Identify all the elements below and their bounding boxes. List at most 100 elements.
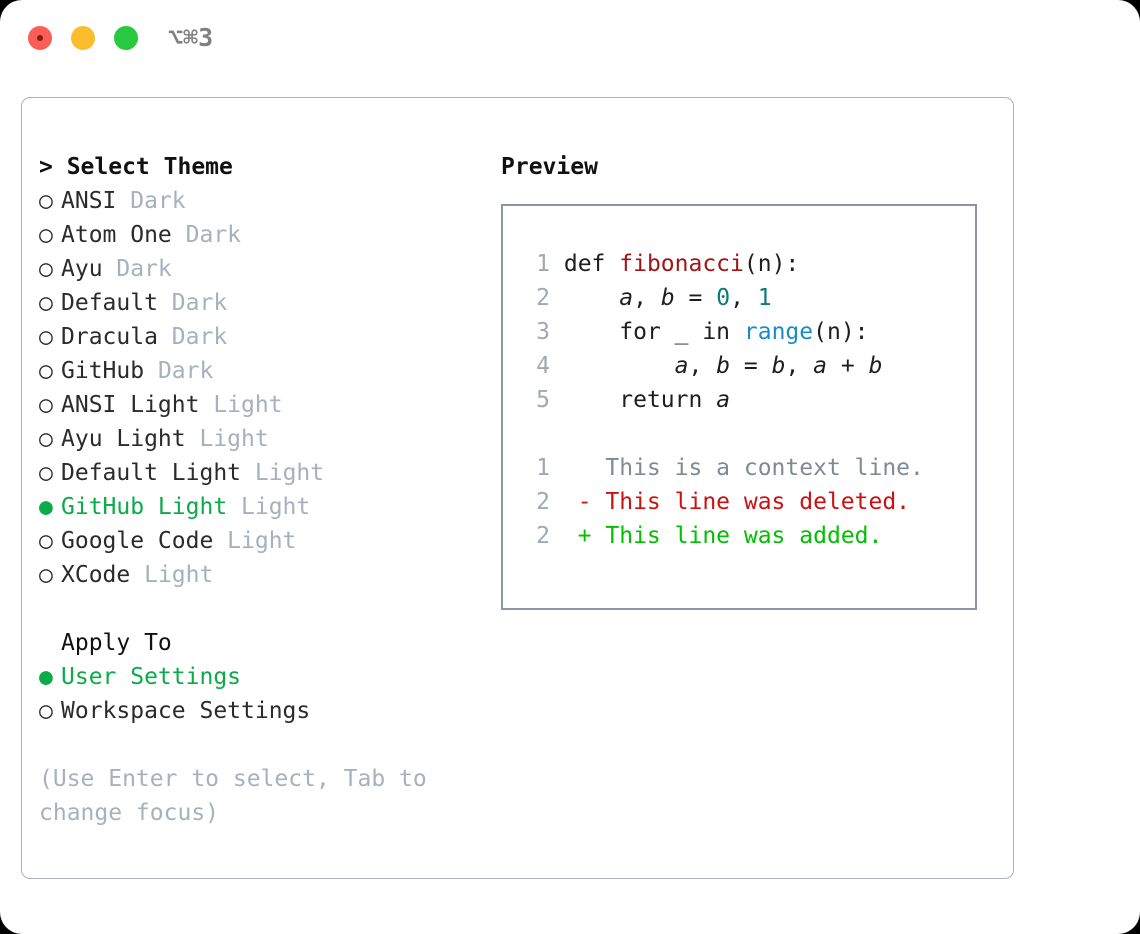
code-token: (n): <box>743 251 800 277</box>
radio-unselected-icon: ○ <box>39 562 53 588</box>
preview-heading: Preview <box>501 154 598 180</box>
diff-line-text: This is a context line. <box>550 455 924 481</box>
diff-line: 2 + This line was added. <box>522 519 924 553</box>
code-token: a <box>716 387 731 413</box>
line-number: 1 <box>536 251 550 277</box>
theme-option-label: Google Code <box>61 528 228 554</box>
theme-option[interactable]: ○ Google Code Light <box>39 524 479 558</box>
apply-to-option[interactable]: ○Workspace Settings <box>39 694 479 728</box>
radio-unselected-icon: ○ <box>39 188 53 214</box>
theme-option-label: Ayu <box>61 256 117 282</box>
theme-option[interactable]: ○Default Light Light <box>39 456 479 490</box>
theme-option[interactable]: ○ANSI Dark <box>39 184 479 218</box>
hint-spacer <box>39 728 479 762</box>
code-line: 1 def fibonacci(n): <box>522 247 924 281</box>
theme-variant-tag: Dark <box>171 324 228 350</box>
radio-unselected-icon: ○ <box>39 528 53 554</box>
code-token: , <box>688 353 717 379</box>
code-gutter-gap <box>550 251 564 277</box>
line-number: 4 <box>536 353 550 379</box>
traffic-light-group <box>28 26 138 50</box>
theme-option-label: Default <box>61 290 172 316</box>
theme-variant-tag: Dark <box>116 256 172 282</box>
theme-option[interactable]: ○XCode Light <box>39 558 479 592</box>
diff-line: 1 This is a context line. <box>522 451 924 485</box>
radio-unselected-icon: ○ <box>39 256 53 282</box>
radio-unselected-icon: ○ <box>39 222 53 248</box>
code-token: = <box>674 285 717 311</box>
radio-unselected-icon: ○ <box>39 426 53 452</box>
radio-unselected-icon: ○ <box>39 324 53 350</box>
code-line: 3 for _ in range(n): <box>522 315 924 349</box>
keyboard-hint-text: (Use Enter to select, Tab to change focu… <box>39 766 441 826</box>
code-token: def <box>563 251 620 277</box>
minimize-button-icon[interactable] <box>71 26 95 50</box>
theme-option-label: Ayu Light <box>61 426 200 452</box>
code-token: = <box>730 353 772 379</box>
theme-selector-column: > Select Theme ○ANSI Dark○Atom One Dark○… <box>39 150 479 830</box>
theme-option[interactable]: ○Ayu Light Light <box>39 422 479 456</box>
radio-selected-icon: ● <box>39 664 53 690</box>
code-token: 1 <box>757 285 772 311</box>
theme-option[interactable]: ○Default Dark <box>39 286 479 320</box>
theme-option[interactable]: ○ANSI Light Light <box>39 388 479 422</box>
theme-option-label: GitHub <box>61 358 158 384</box>
line-number: 1 <box>536 455 550 481</box>
line-number: 3 <box>536 319 550 345</box>
code-line: 4 a, b = b, a + b <box>522 349 924 383</box>
code-token: a <box>619 285 634 311</box>
code-token: range <box>743 319 814 345</box>
code-token <box>564 285 619 311</box>
theme-variant-tag: Light <box>241 494 311 520</box>
code-token: fibonacci <box>619 251 744 277</box>
code-token: return <box>563 387 717 413</box>
theme-option[interactable]: ○ Ayu Dark <box>39 252 479 286</box>
code-token: b <box>716 353 731 379</box>
theme-variant-tag: Dark <box>157 358 214 384</box>
theme-variant-tag: Light <box>144 562 214 588</box>
theme-variant-tag: Light <box>213 392 283 418</box>
code-token: b <box>868 353 883 379</box>
theme-option[interactable]: ●GitHub Light Light <box>39 490 479 524</box>
code-gutter-gap <box>550 319 564 345</box>
list-spacer <box>39 592 479 626</box>
apply-to-heading: Apply To <box>61 630 172 656</box>
radio-unselected-icon: ○ <box>39 460 53 486</box>
theme-variant-tag: Dark <box>130 188 186 214</box>
code-token: b <box>771 353 786 379</box>
radio-selected-icon: ● <box>39 494 53 520</box>
code-diff-separator <box>522 417 924 451</box>
code-token: b <box>660 285 675 311</box>
code-token: 0 <box>716 285 731 311</box>
theme-option-label: Dracula <box>61 324 172 350</box>
radio-unselected-icon: ○ <box>39 290 53 316</box>
code-token: a <box>674 353 689 379</box>
code-line: 2 a, b = 0, 1 <box>522 281 924 315</box>
radio-unselected-icon: ○ <box>39 392 53 418</box>
code-token: , <box>633 285 661 311</box>
keyboard-shortcut-label: ⌥⌘3 <box>168 23 214 52</box>
diff-line-text: + This line was added. <box>550 523 883 549</box>
apply-to-list[interactable]: ●User Settings○Workspace Settings <box>39 660 479 728</box>
line-number: 2 <box>536 285 550 311</box>
theme-option-label: Atom One <box>61 222 186 248</box>
code-gutter-gap <box>550 387 564 413</box>
code-token: , <box>730 285 758 311</box>
theme-variant-tag: Light <box>254 460 325 486</box>
code-token: for _ in <box>563 319 744 345</box>
theme-variant-tag: Light <box>227 528 297 554</box>
diff-line-text: - This line was deleted. <box>550 489 911 515</box>
radio-unselected-icon: ○ <box>39 358 53 384</box>
apply-to-option[interactable]: ●User Settings <box>39 660 479 694</box>
code-token: + <box>827 353 869 379</box>
theme-list[interactable]: ○ANSI Dark○Atom One Dark○Ayu Dark○Defaul… <box>39 184 479 592</box>
select-theme-heading: > Select Theme <box>39 154 233 180</box>
theme-option[interactable]: ○ GitHub Dark <box>39 354 479 388</box>
close-button-icon[interactable] <box>28 26 52 50</box>
theme-option[interactable]: ○Atom One Dark <box>39 218 479 252</box>
theme-option[interactable]: ○ Dracula Dark <box>39 320 479 354</box>
zoom-button-icon[interactable] <box>114 26 138 50</box>
